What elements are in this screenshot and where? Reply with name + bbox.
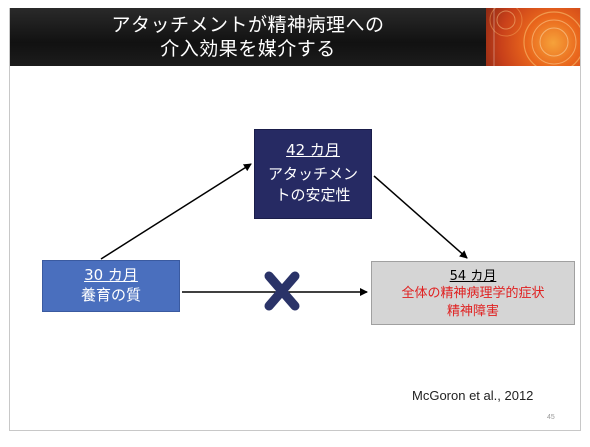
- node-30-months: 30 カ月 養育の質: [42, 260, 180, 312]
- page-number: 45: [547, 414, 555, 421]
- title-line-2: 介入効果を媒介する: [160, 38, 336, 60]
- slide: アタッチメントが精神病理への 介入効果を媒介する 42 カ月 アタッチメン トの: [9, 8, 581, 431]
- decorative-pattern: [486, 8, 580, 66]
- node-42-text-line-1: アタッチメン: [267, 165, 358, 183]
- arrow-42-to-54: [373, 175, 468, 259]
- node-54-text-line-1: 全体の精神病理学的症状: [401, 286, 545, 301]
- cross-icon: [264, 271, 300, 311]
- node-42-text-line-2: トの安定性: [275, 186, 351, 204]
- citation: McGoron et al., 2012: [412, 388, 534, 403]
- node-30-month-label: 30 カ月: [84, 266, 138, 284]
- node-54-text-line-2: 精神障害: [446, 304, 499, 319]
- node-42-month-label: 42 カ月: [286, 141, 340, 159]
- node-42-months: 42 カ月 アタッチメン トの安定性: [254, 129, 372, 219]
- node-54-month-label: 54 カ月: [449, 269, 497, 284]
- node-54-months: 54 カ月 全体の精神病理学的症状 精神障害: [371, 261, 575, 325]
- slide-title: アタッチメントが精神病理への 介入効果を媒介する: [10, 8, 486, 66]
- arrow-30-to-42: [100, 163, 252, 260]
- swirl-pattern-icon: [489, 8, 580, 66]
- title-line-1: アタッチメントが精神病理への: [111, 14, 385, 36]
- diagram-arrows: [100, 163, 468, 311]
- node-30-text: 養育の質: [80, 286, 141, 304]
